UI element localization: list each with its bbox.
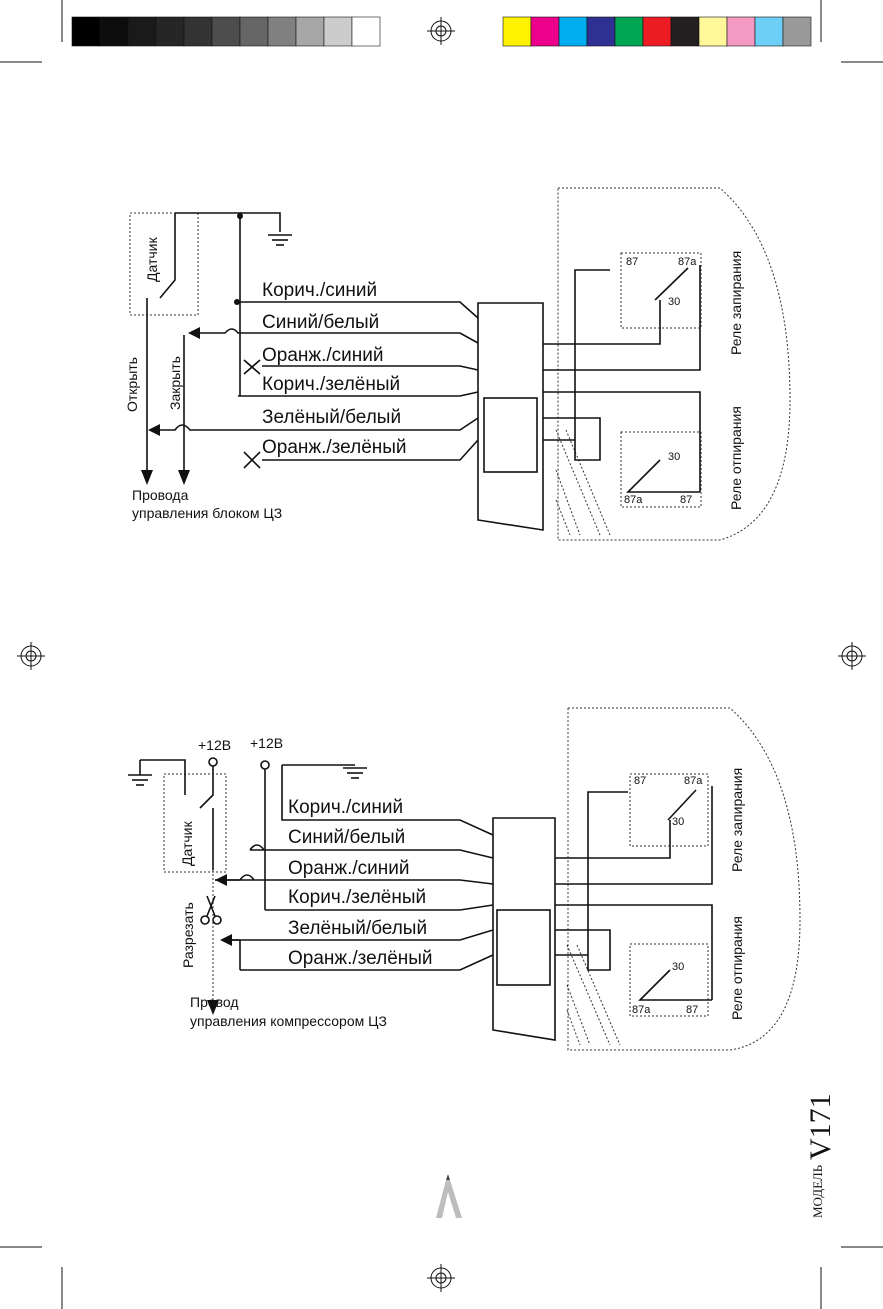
diagram-2-labels: +12В +12В Корич./синий Синий/белый Оранж…	[179, 735, 745, 1029]
wire2-label-2: Синий/белый	[288, 827, 405, 848]
wire-label-3: Оранж./синий	[262, 345, 384, 366]
connector-block	[477, 302, 544, 531]
plus12-label-a: +12В	[198, 737, 231, 753]
print-swatch	[726, 16, 756, 47]
print-swatch	[183, 16, 213, 47]
diagram-1-labels: Корич./синий Синий/белый Оранж./синий Ко…	[124, 237, 744, 521]
print-swatch	[323, 16, 353, 47]
sensor-label: Датчик	[144, 237, 160, 282]
wire2-label-1: Корич./синий	[288, 797, 403, 818]
registration-mark-right	[838, 642, 866, 670]
alarm-unit-outline-2	[567, 707, 801, 1051]
print-swatch	[239, 16, 269, 47]
relay4-pin-30: 30	[672, 961, 684, 973]
print-color-bar	[502, 16, 812, 47]
sensor-box	[129, 212, 199, 316]
wire2-label-6: Оранж./зелёный	[288, 948, 433, 969]
relay3-pin-30: 30	[672, 816, 684, 828]
sensor2-label: Датчик	[179, 821, 195, 866]
registration-mark-bottom	[427, 1264, 455, 1292]
relay4-pin-87a: 87a	[632, 1004, 651, 1016]
print-swatch	[642, 16, 672, 47]
footer-model-small: МОДЕЛЬ	[810, 1164, 825, 1218]
close-label: Закрыть	[167, 356, 183, 410]
connector-block-2	[492, 817, 556, 1041]
connector-inner	[483, 397, 538, 473]
relay2-pin-87: 87	[680, 494, 692, 506]
wire2-label-5: Зелёный/белый	[288, 918, 427, 939]
relay1-pin-30: 30	[668, 296, 680, 308]
print-swatch	[351, 16, 381, 47]
print-swatch	[71, 16, 101, 47]
wire2-label-3: Оранж./синий	[288, 858, 410, 879]
wire-label-6: Оранж./зелёный	[262, 437, 407, 458]
print-swatch	[99, 16, 129, 47]
plus12-label-b: +12В	[250, 735, 283, 751]
relay-lock-label: Реле запирания	[728, 251, 744, 355]
print-swatch	[558, 16, 588, 47]
footer-model-number: V171	[804, 1093, 837, 1160]
sensor-box-2	[163, 773, 227, 873]
note2-line-1: Провод	[190, 994, 239, 1010]
print-swatch	[614, 16, 644, 47]
wire-label-4: Корич./зелёный	[262, 374, 400, 395]
relay2-unlock-label: Реле отпирания	[729, 916, 745, 1020]
relay1-pin-87: 87	[626, 256, 638, 268]
wire-label-2: Синий/белый	[262, 312, 379, 333]
cut-label: Разрезать	[180, 902, 196, 968]
relay2-pin-30: 30	[668, 451, 680, 463]
print-grayscale-bar	[71, 16, 381, 47]
relay-lock-box	[620, 252, 702, 329]
print-swatch	[502, 16, 532, 47]
print-swatch	[155, 16, 185, 47]
relay3-pin-87a: 87a	[684, 775, 703, 787]
scissors-icon	[200, 895, 222, 925]
wire-label-1: Корич./синий	[262, 280, 377, 301]
diagram-2	[128, 707, 801, 1051]
print-swatch	[267, 16, 297, 47]
relay-lock-box-2	[629, 773, 709, 847]
ground-icon-2a	[343, 767, 367, 779]
alarm-unit-outline	[557, 187, 791, 541]
brand-logo	[436, 1174, 462, 1218]
diagram-1	[129, 187, 791, 541]
relay4-pin-87: 87	[686, 1004, 698, 1016]
print-swatch	[295, 16, 325, 47]
registration-mark-left	[17, 642, 45, 670]
wire2-label-4: Корич./зелёный	[288, 887, 426, 908]
registration-mark-top	[427, 17, 455, 45]
print-swatch	[127, 16, 157, 47]
relay-unlock-label: Реле отпирания	[728, 406, 744, 510]
print-swatch	[754, 16, 784, 47]
relay1-pin-87a: 87a	[678, 256, 697, 268]
open-label: Открыть	[124, 357, 140, 412]
relay-unlock-box	[620, 431, 702, 508]
connector-inner-2	[496, 909, 551, 986]
note-line-1: Провода	[132, 487, 189, 503]
ground-icon-2b	[128, 774, 152, 786]
print-swatch	[670, 16, 700, 47]
ground-icon	[268, 234, 292, 246]
relay3-pin-87: 87	[634, 775, 646, 787]
relay2-lock-label: Реле запирания	[729, 768, 745, 872]
print-swatch	[698, 16, 728, 47]
relay-unlock-box-2	[629, 943, 709, 1017]
print-swatch	[782, 16, 812, 47]
note-line-2: управления блоком ЦЗ	[132, 505, 282, 521]
print-swatch	[530, 16, 560, 47]
note2-line-2: управления компрессором ЦЗ	[190, 1013, 387, 1029]
relay2-pin-87a: 87a	[624, 494, 643, 506]
print-swatch	[586, 16, 616, 47]
wire-label-5: Зелёный/белый	[262, 407, 401, 428]
print-swatch	[211, 16, 241, 47]
